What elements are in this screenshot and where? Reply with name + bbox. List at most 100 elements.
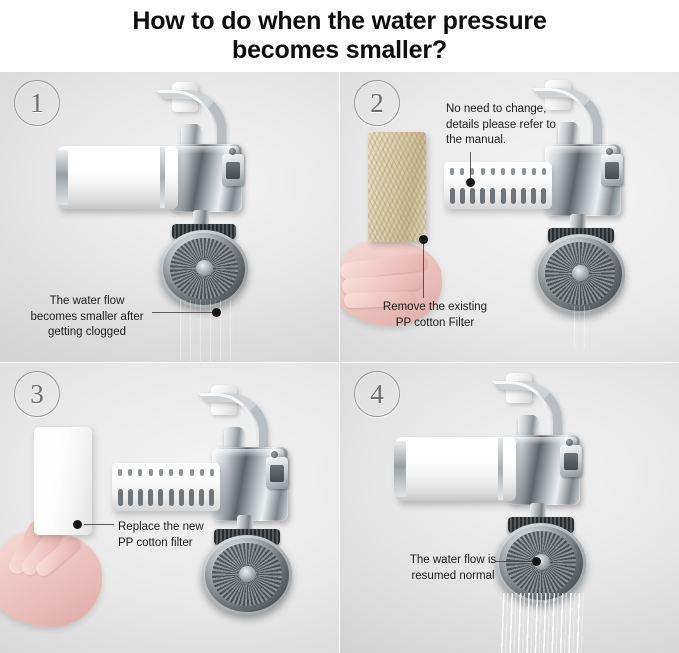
water-stream-trickle — [570, 306, 592, 348]
vent-slot — [460, 168, 465, 175]
vent-slot — [450, 188, 455, 204]
step-badge-1-label: 1 — [30, 87, 44, 118]
vent-slot — [128, 489, 134, 506]
new-pp-cotton-filter — [34, 427, 92, 535]
shower-head-neck — [570, 214, 586, 232]
vent-slot — [541, 168, 546, 175]
page-title: How to do when the water pressure become… — [0, 0, 679, 72]
callout-marker-dot — [73, 520, 82, 529]
vent-slot — [490, 188, 496, 204]
page-title-line-2: becomes smaller? — [232, 36, 447, 64]
step-panel-3: Replace the new PP cotton filter 3 — [0, 363, 339, 653]
vent-slot — [169, 469, 174, 476]
step-panel-4: The water flow is resumed normal 4 — [340, 363, 679, 653]
vent-slot — [530, 188, 536, 204]
vent-slot-row-top — [118, 469, 214, 476]
shower-head-hub — [196, 260, 213, 276]
vent-slot — [470, 168, 475, 175]
callout-leader-line — [423, 242, 424, 298]
swivel-joint — [224, 427, 244, 453]
shower-head-neck — [193, 210, 209, 228]
gauge-button — [271, 451, 278, 458]
filter-end-cap — [56, 150, 68, 205]
vent-slot — [179, 469, 184, 476]
filter-ring — [160, 147, 165, 208]
vent-slot — [500, 188, 506, 204]
pressure-gauge — [222, 154, 244, 186]
vent-slot — [480, 188, 486, 204]
vent-slot — [138, 489, 144, 506]
callout-marker-dot — [466, 178, 475, 187]
filter-end-cap — [394, 441, 406, 497]
step-panel-grid: The water flow becomes smaller after get… — [0, 72, 679, 653]
step-badge-1: 1 — [14, 80, 60, 126]
vent-slot — [520, 188, 526, 204]
callout-flow-normal: The water flow is resumed normal — [409, 554, 497, 582]
used-pp-cotton-filter — [368, 132, 426, 242]
shower-head-neck — [530, 503, 546, 521]
callout-marker-dot — [419, 235, 428, 244]
panel-divider-vertical-bottom — [339, 363, 340, 653]
callout-marker-dot — [532, 557, 541, 566]
callout-flow-clogged: The water flow becomes smaller after get… — [30, 295, 144, 339]
gauge-button — [606, 148, 613, 155]
vent-slot — [118, 489, 123, 506]
vent-slot — [209, 469, 214, 476]
callout-no-need-change: No need to change, details please refer … — [446, 103, 556, 147]
step-badge-4-label: 4 — [370, 378, 384, 409]
swivel-joint — [558, 122, 578, 148]
vent-slot — [511, 168, 516, 175]
vent-slot — [501, 168, 506, 175]
shower-head-hub — [572, 265, 589, 281]
page-title-line-1: How to do when the water pressure — [132, 7, 547, 35]
callout-replace-filter: Replace the new PP cotton filter — [118, 521, 204, 549]
water-stream-weak — [176, 300, 238, 362]
vent-slot — [158, 469, 163, 476]
vent-slot — [510, 188, 516, 204]
vent-slot — [148, 489, 154, 506]
chrome-highlight — [547, 146, 617, 159]
gauge-button — [229, 148, 236, 155]
step-badge-2: 2 — [354, 80, 400, 126]
water-stream-strong — [500, 593, 584, 653]
vent-slot — [450, 168, 454, 175]
callout-leader-line — [470, 152, 471, 182]
vent-slot — [138, 469, 143, 476]
empty-filter-housing — [444, 162, 552, 209]
callout-leader-line — [495, 561, 535, 562]
pressure-gauge — [601, 154, 623, 186]
vent-slot — [168, 489, 174, 506]
vent-slot — [470, 188, 476, 204]
vent-slot — [521, 168, 526, 175]
vent-slot — [208, 489, 214, 506]
vent-slot — [480, 168, 485, 175]
step-badge-3-label: 3 — [30, 378, 44, 409]
step-badge-2-label: 2 — [370, 87, 384, 118]
vent-slot-row-bottom — [118, 489, 214, 506]
vent-slot — [178, 489, 184, 506]
vent-slot — [531, 168, 536, 175]
callout-leader-line — [84, 524, 114, 525]
callout-leader-line — [152, 312, 214, 313]
vent-slot — [199, 469, 204, 476]
pressure-gauge — [560, 445, 582, 477]
vent-slot — [188, 489, 194, 506]
vent-slot — [460, 188, 466, 204]
vent-slot-row-top — [450, 168, 546, 175]
step-panel-2: No need to change, details please refer … — [340, 72, 679, 362]
swivel-joint — [518, 415, 538, 441]
step-panel-1: The water flow becomes smaller after get… — [0, 72, 339, 362]
filter-housing — [58, 146, 178, 209]
shower-head-neck — [237, 515, 253, 533]
shower-head-hub — [239, 566, 256, 582]
gauge-button — [566, 439, 573, 446]
filter-housing — [396, 437, 516, 501]
vent-slot — [148, 469, 153, 476]
filter-ring — [498, 438, 503, 500]
step-badge-4: 4 — [354, 371, 400, 417]
step-badge-3: 3 — [14, 371, 60, 417]
vent-slot-row-bottom — [450, 188, 546, 204]
swivel-joint — [181, 124, 201, 150]
panel-divider-vertical-top — [339, 72, 340, 362]
